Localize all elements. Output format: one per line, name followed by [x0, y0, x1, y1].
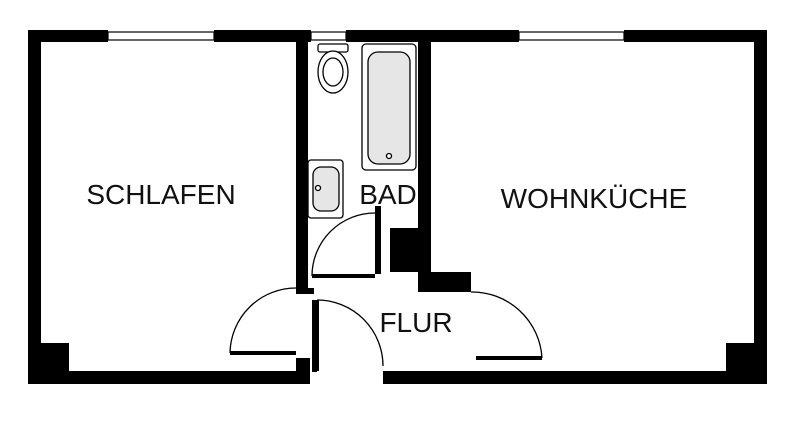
door-bathroom	[311, 212, 376, 278]
windows	[107, 31, 625, 41]
room-label-kitchen: WOHNKÜCHE	[501, 183, 688, 214]
toilet-icon	[317, 43, 349, 94]
room-label-bathroom: BAD	[359, 179, 417, 210]
interior-walls	[296, 30, 471, 372]
door-kitchen	[470, 291, 543, 360]
window-bedroom	[107, 31, 215, 41]
doors	[229, 212, 543, 371]
room-label-bedroom: SCHLAFEN	[86, 179, 235, 210]
exterior-walls	[28, 30, 767, 384]
sink-icon	[307, 159, 344, 219]
door-entrance	[315, 299, 384, 371]
door-bedroom	[229, 287, 297, 355]
window-bathroom	[310, 31, 347, 41]
window-kitchen	[518, 31, 625, 41]
bathtub-icon	[361, 43, 417, 171]
room-label-hallway: FLUR	[379, 307, 452, 338]
